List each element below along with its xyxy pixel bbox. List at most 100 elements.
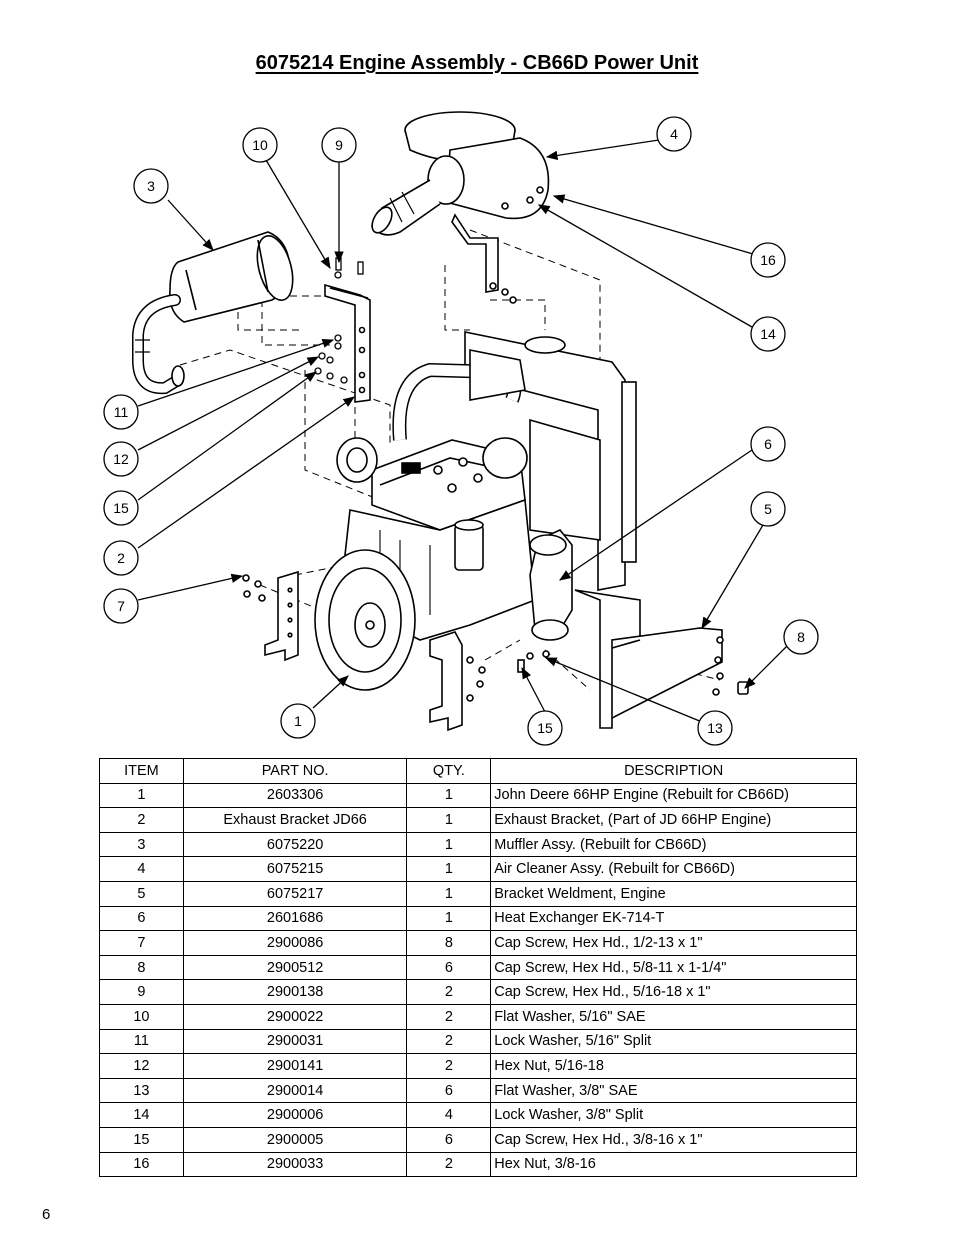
item-cell: 7: [99, 930, 184, 956]
part-no-cell: 6075220: [182, 831, 408, 858]
qty-cell: 8: [406, 930, 492, 956]
description-cell: Cap Screw, Hex Hd., 1/2-13 x 1": [490, 930, 857, 956]
callout-bubble: 9: [321, 127, 357, 163]
description-cell: Muffler Assy. (Rebuilt for CB66D): [490, 831, 857, 858]
bracket-hardware: [314, 257, 364, 384]
callout-bubble: 7: [103, 588, 139, 624]
part-no-cell: 6075215: [182, 856, 408, 882]
callout-label: 4: [670, 126, 678, 142]
description-cell: Lock Washer, 3/8" Split: [490, 1102, 857, 1128]
description-cell: Cap Screw, Hex Hd., 5/16-18 x 1": [490, 979, 857, 1005]
leader-lines: [137, 139, 789, 723]
item-cell: 10: [99, 1003, 184, 1030]
qty-cell: 2: [406, 979, 492, 1005]
item-cell: 14: [99, 1102, 184, 1128]
callout-bubble: 4: [656, 116, 692, 152]
qty-cell: 1: [406, 856, 492, 882]
callout-label: 8: [797, 629, 805, 645]
header-description: DESCRIPTION: [490, 758, 857, 784]
page-number: 6: [42, 1206, 51, 1223]
description-cell: Air Cleaner Assy. (Rebuilt for CB66D): [490, 856, 857, 882]
description-cell: Cap Screw, Hex Hd., 5/8-11 x 1-1/4": [490, 954, 857, 981]
qty-cell: 2: [406, 1151, 492, 1178]
callout-label: 13: [707, 720, 723, 736]
part-no-cell: 2900512: [182, 954, 408, 981]
part-no-cell: 2900022: [182, 1003, 408, 1030]
callout-bubble: 3: [133, 168, 169, 204]
qty-cell: 2: [406, 1053, 492, 1079]
callout-bubble: 11: [103, 394, 139, 430]
description-cell: Cap Screw, Hex Hd., 3/8-16 x 1": [490, 1126, 857, 1153]
qty-cell: 6: [406, 1077, 492, 1104]
item-cell: 3: [99, 831, 184, 858]
item-cell: 2: [99, 807, 184, 833]
callout-label: 15: [537, 720, 553, 736]
callout-bubble: 13: [697, 710, 733, 746]
part-no-cell: 2603306: [182, 782, 408, 809]
callout-bubble: 8: [783, 619, 819, 655]
description-cell: Heat Exchanger EK-714-T: [490, 905, 857, 932]
item-cell: 4: [99, 856, 184, 882]
header-item: ITEM: [99, 758, 184, 784]
qty-cell: 6: [406, 1126, 492, 1153]
item-cell: 13: [99, 1077, 184, 1104]
callout-label: 15: [113, 500, 129, 516]
description-cell: Flat Washer, 3/8" SAE: [490, 1077, 857, 1104]
part-no-cell: 2900141: [182, 1053, 408, 1079]
callout-bubble: 6: [750, 426, 786, 462]
callout-label: 7: [117, 598, 125, 614]
callout-bubble: 15: [103, 490, 139, 526]
callout-label: 1: [294, 713, 302, 729]
item-cell: 8: [99, 954, 184, 981]
qty-cell: 1: [406, 905, 492, 932]
description-cell: Hex Nut, 5/16-18: [490, 1053, 857, 1079]
page-title: 6075214 Engine Assembly - CB66D Power Un…: [255, 52, 699, 74]
part-no-cell: 2900005: [182, 1126, 408, 1153]
part-no-cell: 2900014: [182, 1077, 408, 1104]
callout-bubble: 2: [103, 540, 139, 576]
description-cell: Bracket Weldment, Engine: [490, 880, 857, 907]
item-cell: 9: [99, 979, 184, 1005]
callout-bubble: 1: [280, 703, 316, 739]
part-no-cell: 2900033: [182, 1151, 408, 1178]
description-cell: Exhaust Bracket, (Part of JD 66HP Engine…: [490, 807, 857, 833]
item-cell: 15: [99, 1126, 184, 1153]
part-no-cell: 2900006: [182, 1102, 408, 1128]
part-no-cell: 6075217: [182, 880, 408, 907]
bracket-weldment: [517, 589, 749, 729]
callout-label: 6: [764, 436, 772, 452]
part-no-cell: 2900031: [182, 1028, 408, 1055]
callout-label: 16: [760, 252, 776, 268]
callout-bubble: 12: [103, 441, 139, 477]
engine-mount-left: [242, 570, 299, 662]
callout-bubble: 15: [527, 710, 563, 746]
qty-cell: 4: [406, 1102, 492, 1128]
callout-label: 11: [114, 404, 129, 420]
qty-cell: 2: [406, 1003, 492, 1030]
description-cell: Hex Nut, 3/8-16: [490, 1151, 857, 1178]
callout-label: 14: [760, 326, 776, 342]
callout-label: 3: [147, 178, 155, 194]
description-cell: Lock Washer, 5/16" Split: [490, 1028, 857, 1055]
qty-cell: 6: [406, 954, 492, 981]
item-cell: 5: [99, 880, 184, 907]
part-no-cell: 2601686: [182, 905, 408, 932]
air-cleaner-assembly: [371, 111, 550, 304]
header-part-no: PART NO.: [182, 758, 408, 784]
qty-cell: 1: [406, 831, 492, 858]
